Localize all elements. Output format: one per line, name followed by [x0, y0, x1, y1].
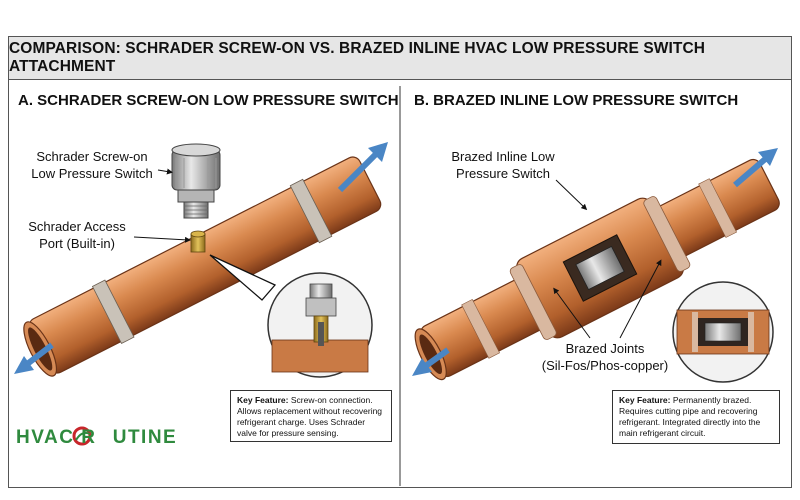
brazed-joints-label-line1: Brazed Joints — [565, 341, 645, 356]
title-bar: COMPARISON: SCHRADER SCREW-ON VS. BRAZED… — [8, 36, 792, 80]
flow-arrow-out-a — [337, 147, 383, 193]
diagram-title: COMPARISON: SCHRADER SCREW-ON VS. BRAZED… — [9, 40, 706, 75]
logo-text-part3: UTINE — [112, 427, 178, 448]
key-feature-label-a: Key Feature: — [237, 395, 289, 405]
panel-b-title: B. BRAZED INLINE LOW PRESSURE SWITCH — [414, 92, 739, 109]
brazed-joints-label: Brazed Joints (Sil-Fos/Phos-copper) — [530, 340, 680, 374]
pipe-b — [414, 158, 780, 381]
brazed-joints-label-line2: (Sil-Fos/Phos-copper) — [541, 358, 669, 373]
key-feature-text-b: Permanently brazed. Requires cutting pip… — [619, 395, 761, 438]
pipe-a — [23, 156, 382, 377]
panel-divider — [399, 86, 401, 486]
logo-text-part2: O — [96, 427, 112, 448]
panel-a-title: A. SCHRADER SCREW-ON LOW PRESSURE SWITCH — [18, 92, 399, 109]
inset-b — [672, 281, 774, 383]
schrader-switch-label-line1: Schrader Screw-on — [36, 149, 148, 164]
schrader-switch-label-line2: Low Pressure Switch — [31, 166, 153, 181]
brand-logo: HVAC ROUTINE — [16, 427, 177, 449]
inset-a — [209, 254, 373, 378]
schrader-port-label-line2: Port (Built-in) — [39, 236, 115, 251]
brazed-switch-label: Brazed Inline Low Pressure Switch — [428, 148, 578, 182]
brazed-switch-label-line2: Pressure Switch — [456, 166, 550, 181]
key-feature-label-b: Key Feature: — [619, 395, 671, 405]
logo-text-part1: HVAC R — [16, 427, 97, 448]
schrader-switch-icon — [171, 143, 221, 219]
flow-arrow-out-b — [733, 152, 772, 188]
schrader-port-label: Schrader Access Port (Built-in) — [18, 218, 136, 252]
key-feature-text-a: Screw-on connection. Allows replacement … — [237, 395, 383, 438]
schrader-switch-label: Schrader Screw-on Low Pressure Switch — [18, 148, 166, 182]
key-feature-box-a: Key Feature: Screw-on connection. Allows… — [230, 390, 392, 442]
logo-o-icon — [72, 426, 92, 446]
schrader-port-label-line1: Schrader Access — [28, 219, 126, 234]
key-feature-box-b: Key Feature: Permanently brazed. Require… — [612, 390, 780, 444]
brazed-switch-label-line1: Brazed Inline Low — [451, 149, 555, 164]
